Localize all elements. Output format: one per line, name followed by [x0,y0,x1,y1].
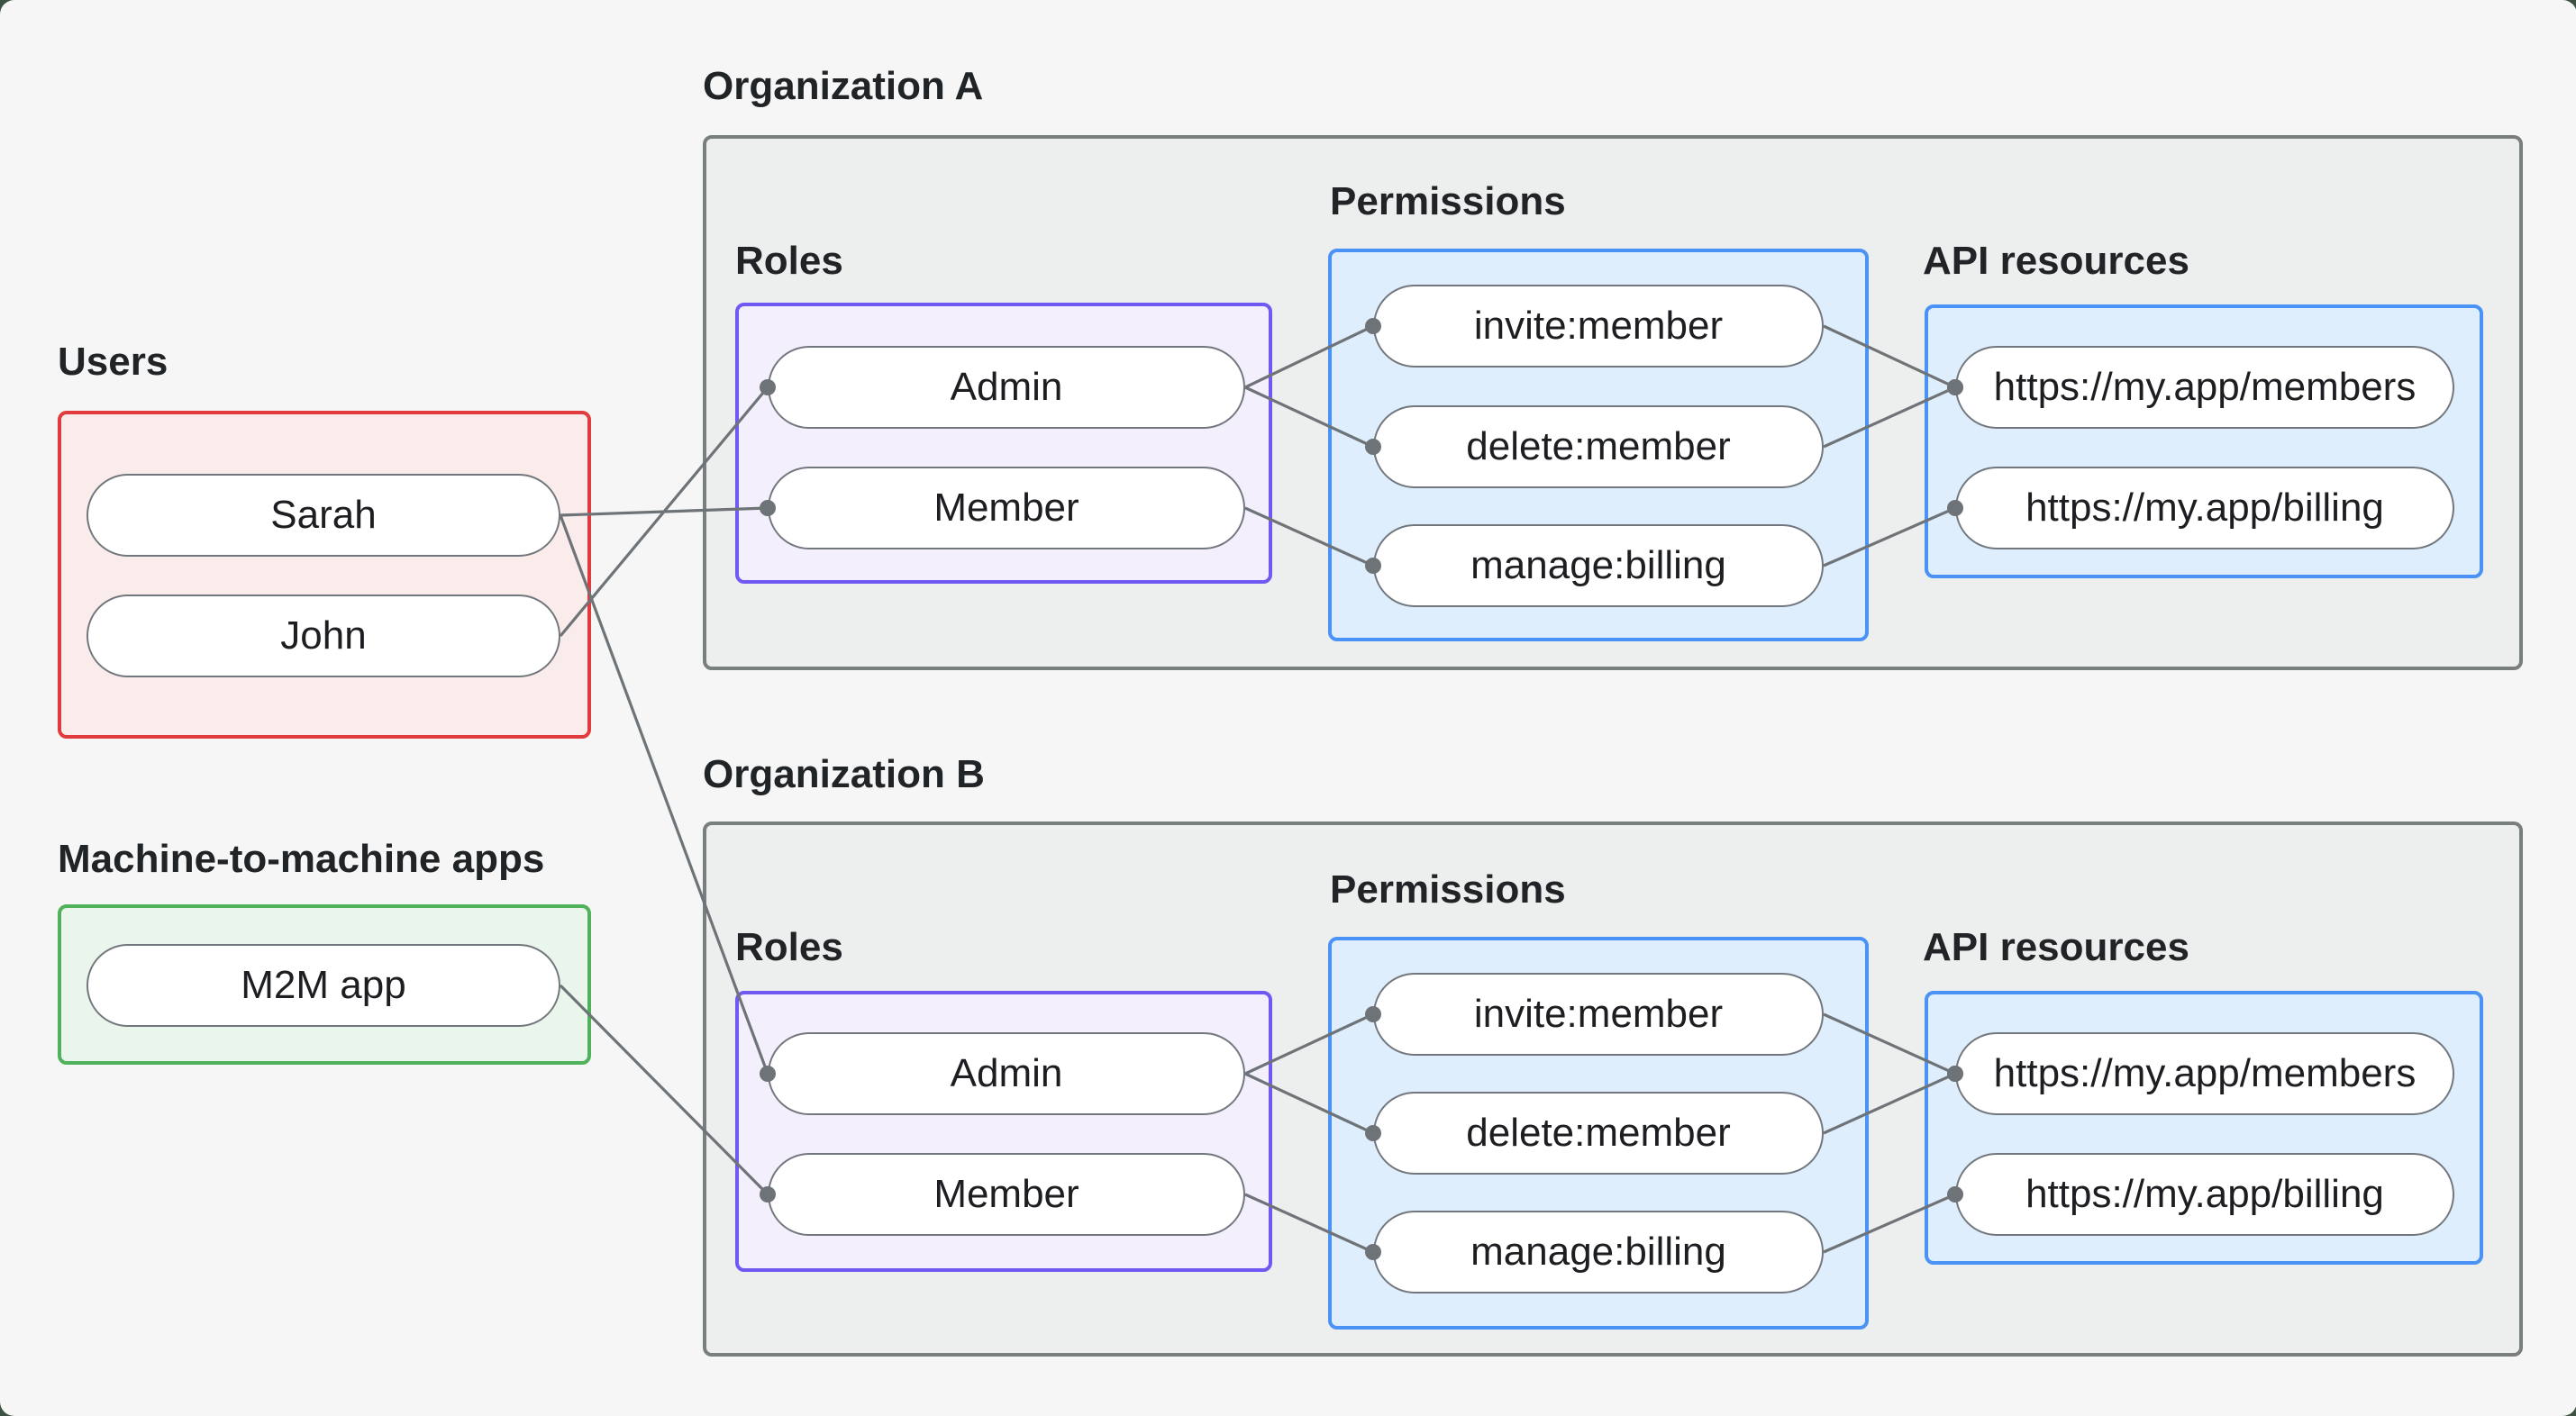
org-a-api-resources-label: API resources [1923,238,2189,283]
org-b-roles-label: Roles [735,924,843,969]
org-b-title: Organization B [703,751,985,796]
org-a-title: Organization A [703,63,984,108]
org-b-permission-node-manage-billing: manage:billing [1373,1211,1824,1293]
org-a-api-node-billing: https://my.app/billing [1955,467,2454,549]
org-b-permission-node-delete-member: delete:member [1373,1092,1824,1175]
org-b-api-node-members: https://my.app/members [1955,1032,2454,1115]
org-b-api-resources-label: API resources [1923,924,2189,969]
org-b-api-node-billing: https://my.app/billing [1955,1153,2454,1236]
org-a-permission-node-manage-billing: manage:billing [1373,524,1824,607]
m2m-section-label: Machine-to-machine apps [58,836,545,881]
m2m-app-node: M2M app [86,944,560,1027]
org-a-permission-node-delete-member: delete:member [1373,405,1824,488]
org-b-permissions-label: Permissions [1330,867,1566,912]
org-b-permission-node-invite-member: invite:member [1373,973,1824,1056]
org-a-roles-label: Roles [735,238,843,283]
org-b-role-node-member: Member [768,1153,1245,1236]
org-a-role-node-admin: Admin [768,346,1245,429]
users-group-box [58,411,591,739]
org-b-role-node-admin: Admin [768,1032,1245,1115]
users-section-label: Users [58,339,168,384]
org-a-permissions-label: Permissions [1330,178,1566,223]
user-node-john: John [86,595,560,677]
org-a-role-node-member: Member [768,467,1245,549]
user-node-sarah: Sarah [86,474,560,557]
org-a-permission-node-invite-member: invite:member [1373,285,1824,368]
org-a-api-node-members: https://my.app/members [1955,346,2454,429]
